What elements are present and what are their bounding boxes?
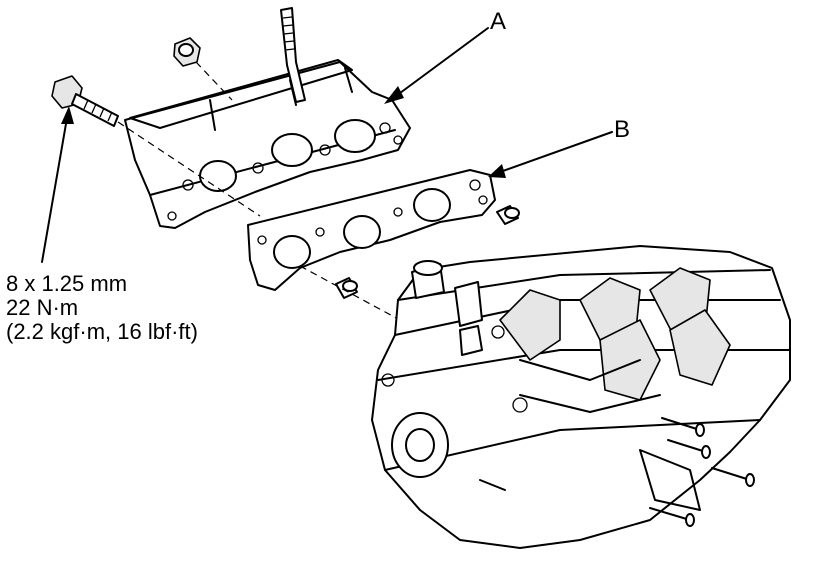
bolt-torque-alt: (2.2 kgf·m, 16 lbf·ft) (6, 319, 198, 344)
gasket-guide-line (299, 265, 401, 321)
bolt-torque: 22 N·m (6, 295, 79, 320)
bolt-guide-line (117, 121, 261, 217)
callout-arrow-b (488, 131, 613, 178)
manifold-bolt (51, 75, 119, 127)
manifold-gasket (247, 169, 496, 291)
bolt-spec-text: 8 x 1.25 mm 22 N·m (2.2 kgf·m, 16 lbf·ft… (6, 272, 198, 344)
manifold-nut (173, 37, 201, 67)
dowel-pin-left (335, 277, 358, 299)
callout-label-b: B (614, 116, 631, 143)
manifold-stud (280, 7, 306, 103)
nut-guide-line (195, 61, 233, 101)
bolt-spec-arrow (41, 106, 74, 263)
callout-arrow-a (384, 27, 489, 104)
intake-manifold (124, 59, 411, 229)
dowel-pin-right (496, 205, 520, 225)
callout-label-a: A (490, 8, 507, 35)
cylinder-head (371, 245, 791, 549)
bolt-size: 8 x 1.25 mm (6, 271, 128, 296)
